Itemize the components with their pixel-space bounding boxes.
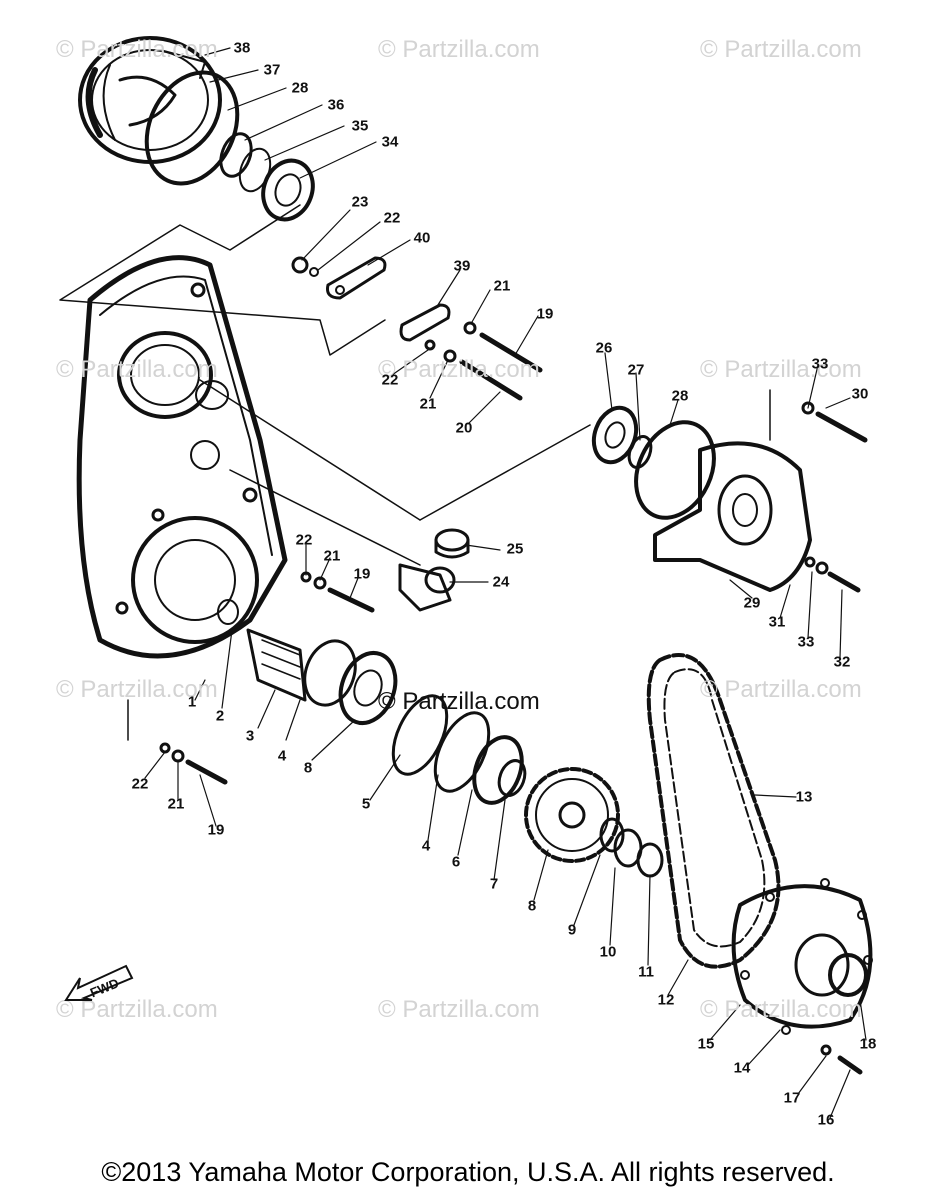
part-number: 4 [421,837,431,855]
exploded-parts-diagram [59,36,873,1119]
part-number: 5 [361,795,371,813]
watermark: © Partzilla.com [700,356,862,383]
part-number: 27 [627,361,645,379]
part-number: 36 [327,96,345,114]
part-number: 34 [381,133,399,151]
part-number: 33 [811,355,829,373]
part-number: 29 [743,594,761,612]
part-number: 28 [291,79,309,97]
part-number: 15 [697,1035,715,1053]
upper-fasteners [291,256,543,401]
part-number: 10 [599,943,617,961]
part-number: 11 [638,963,654,981]
part-number: 18 [859,1035,877,1053]
watermark: © Partzilla.com [700,676,862,703]
collar-and-cap [300,528,470,613]
part-number: 16 [817,1111,835,1129]
part-number: 17 [783,1089,801,1107]
part-number: 19 [536,305,554,323]
part-number: 13 [795,788,813,806]
watermark: © Partzilla.com [56,676,218,703]
center-watermark: © Partzilla.com [378,688,540,715]
leader-lines [144,47,867,1119]
part-number: 20 [455,419,473,437]
watermark: © Partzilla.com [378,36,540,63]
drive-shaft-train [246,628,664,878]
forward-arrow-icon: FWD [64,964,134,1001]
part-number: 25 [506,540,524,558]
watermark: © Partzilla.com [378,356,540,383]
part-number: 9 [567,921,577,939]
lower-cover [159,742,873,1075]
part-number: 19 [207,821,225,839]
forward-arrow-label: FWD [88,975,121,1000]
part-number: 6 [451,853,461,871]
watermark: © Partzilla.com [378,996,540,1023]
part-number: 40 [413,229,431,247]
part-number: 23 [351,193,369,211]
part-number: 26 [595,339,613,357]
part-number: 22 [383,209,401,227]
part-number: 2 [215,707,225,725]
part-number: 21 [419,395,437,413]
part-number: 8 [527,897,537,915]
drive-chain [646,653,781,969]
part-number: 31 [768,613,786,631]
watermark: © Partzilla.com [700,36,862,63]
part-number: 14 [733,1059,751,1077]
part-number: 32 [833,653,851,671]
watermark: © Partzilla.com [56,36,218,63]
part-number: 38 [233,39,251,57]
part-number: 39 [453,257,471,275]
part-number: 1 [187,693,197,711]
part-number: 24 [492,573,510,591]
part-number: 21 [323,547,341,565]
part-number: 35 [351,117,369,135]
part-number: 22 [381,371,399,389]
part-number: 8 [303,759,313,777]
part-number: 28 [671,387,689,405]
part-number: 3 [245,727,255,745]
part-number: 7 [489,875,499,893]
part-number: 19 [353,565,371,583]
chain-case-housing [76,255,288,659]
part-number: 37 [263,61,281,79]
part-number: 21 [167,795,185,813]
copyright-notice: ©2013 Yamaha Motor Corporation, U.S.A. A… [101,1157,835,1187]
watermark: © Partzilla.com [700,996,862,1023]
part-number: 21 [493,277,511,295]
bearing-housing-right [591,401,868,593]
part-number: 30 [851,385,869,403]
part-number: 12 [657,991,675,1009]
part-number: 22 [131,775,149,793]
alignment-lines [59,204,771,741]
top-cover-assembly [78,36,315,222]
watermark: © Partzilla.com [56,356,218,383]
part-number: 4 [277,747,287,765]
part-number: 22 [295,531,313,549]
part-number: 33 [797,633,815,651]
